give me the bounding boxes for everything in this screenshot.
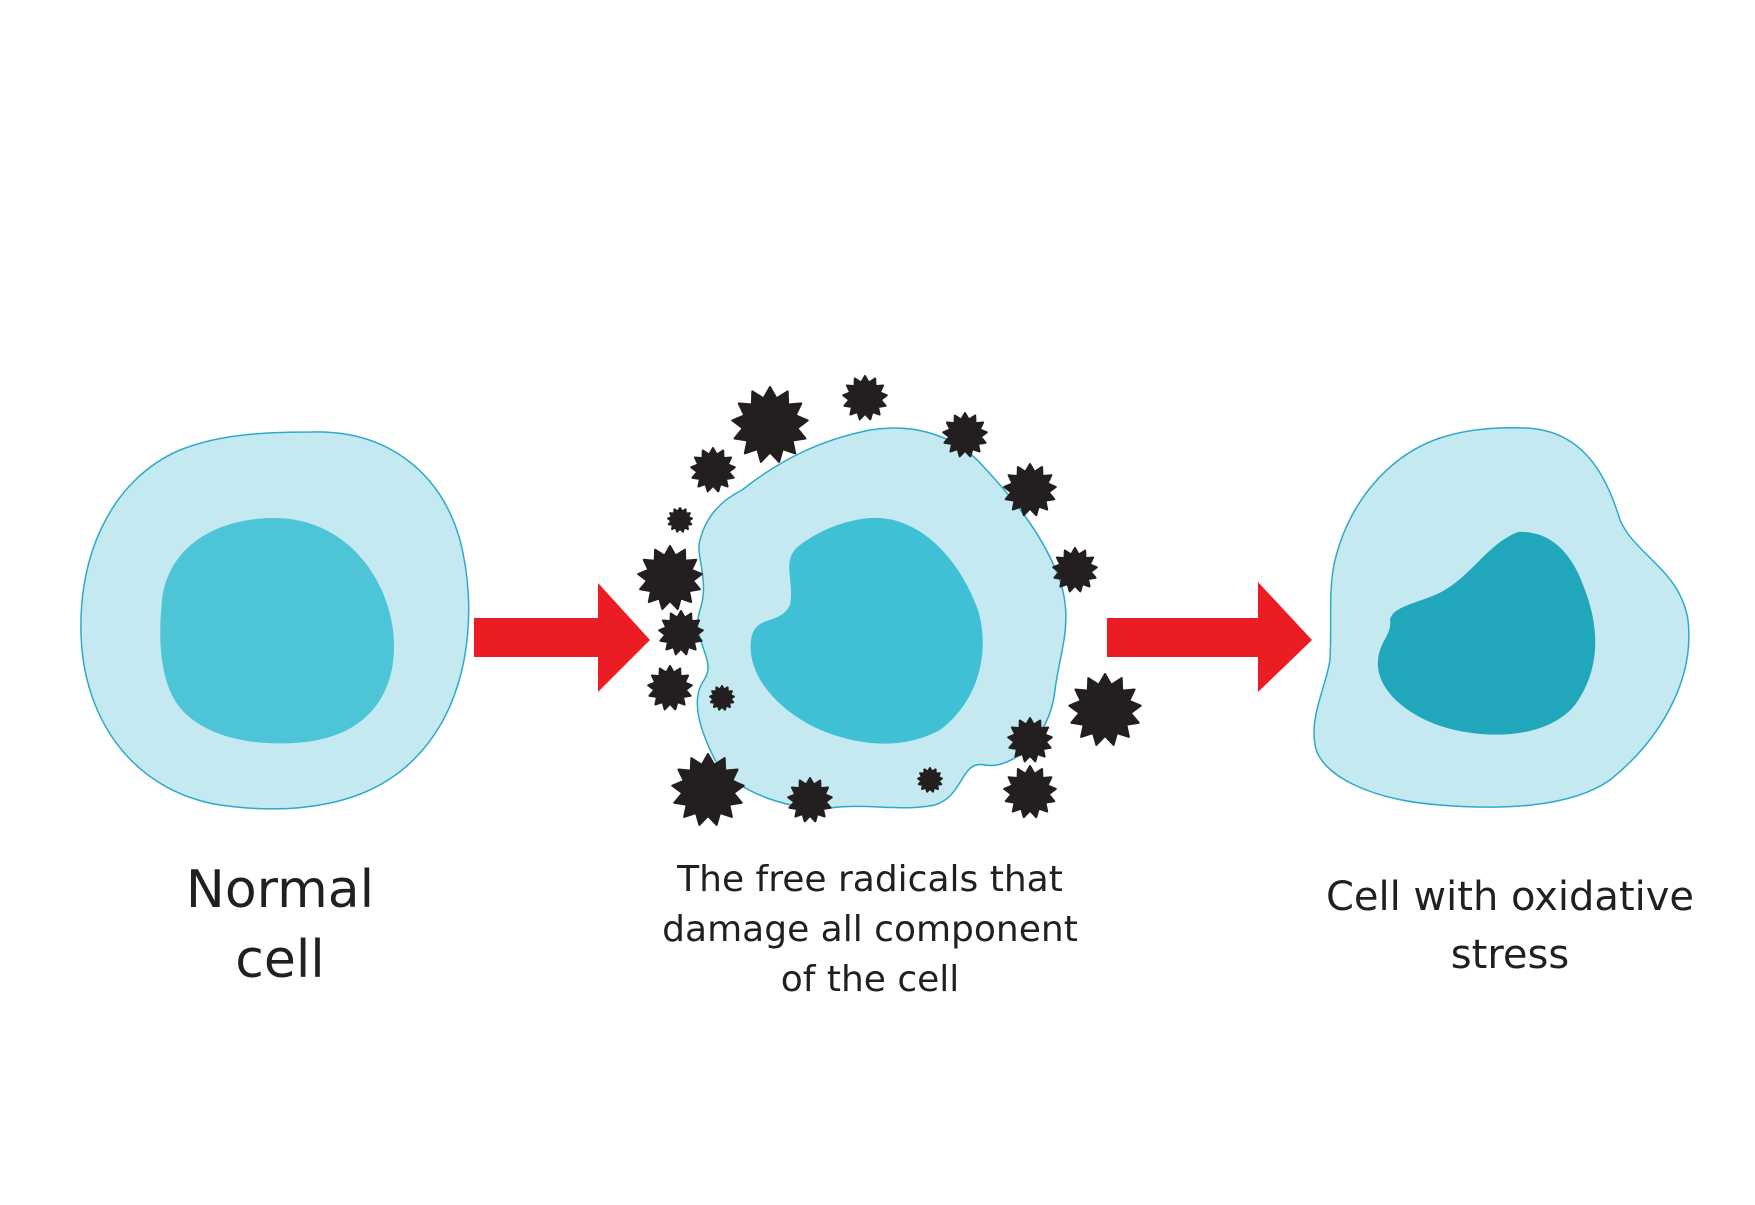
normal-cell	[80, 431, 470, 810]
normal-cell-label-line: cell	[235, 930, 325, 990]
free-radical-icon	[1007, 717, 1053, 763]
free-radicals-label: The free radicals that damage all compon…	[620, 855, 1120, 1005]
free-radical-icon	[658, 610, 704, 656]
free-radical-icon	[1003, 765, 1057, 819]
free-radical-icon	[1052, 547, 1098, 593]
normal-cell-nucleus	[160, 517, 394, 744]
free-radical-icon	[942, 412, 988, 458]
free-radical-icon	[1068, 673, 1142, 746]
free-radical-icon	[690, 447, 736, 493]
free-radical-icon	[842, 375, 888, 421]
free-radicals	[637, 375, 1142, 826]
stressed-cell	[1313, 426, 1690, 808]
normal-cell-label: Normal cell	[130, 855, 430, 995]
free-radical-icon	[647, 665, 693, 711]
free-radicals-label-line: The free radicals that	[677, 859, 1063, 900]
free-radical-icon	[787, 777, 833, 823]
arrow-right-icon	[1107, 582, 1312, 692]
free-radical-icon	[709, 685, 735, 711]
arrow-right-icon	[474, 583, 650, 692]
free-radical-icon	[637, 545, 703, 611]
stressed-cell-nucleus	[1377, 531, 1596, 735]
free-radical-icon	[731, 386, 809, 463]
stressed-cell-label: Cell with oxidative stress	[1270, 868, 1750, 984]
free-radicals-label-line: of the cell	[780, 959, 960, 1000]
stressed-cell-label-line: Cell with oxidative	[1325, 874, 1695, 920]
free-radical-icon	[1003, 463, 1057, 517]
free-radicals-label-line: damage all component	[662, 909, 1078, 950]
attacked-cell	[696, 427, 1067, 810]
normal-cell-label-line: Normal	[185, 860, 375, 920]
stressed-cell-label-line: stress	[1450, 932, 1570, 978]
free-radical-icon	[917, 767, 943, 793]
free-radical-icon	[671, 753, 745, 826]
attacked-cell-nucleus	[750, 517, 983, 744]
free-radical-icon	[667, 507, 693, 533]
